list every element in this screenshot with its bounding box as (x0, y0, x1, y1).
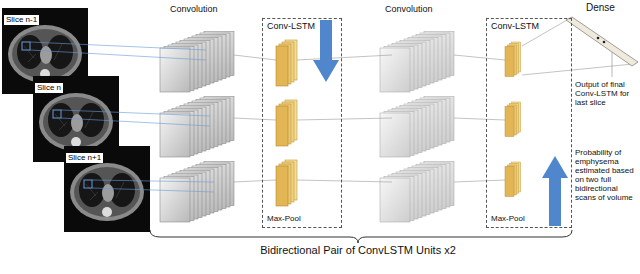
pool-label: Max-Pool (267, 214, 301, 224)
leader-line (61, 118, 210, 126)
layer-name: Dense (586, 2, 626, 14)
convlstm-block (276, 40, 297, 206)
dense-layer (566, 17, 638, 77)
convlstm-group-box: Conv-LSTM Max-Pool (262, 18, 342, 228)
layer-link-lines (234, 20, 633, 182)
annotation-text: Probability of emphysema estimated based… (575, 148, 637, 202)
layer-name: Conv-LSTM (491, 21, 539, 32)
annotation-text: Output of final Conv-LSTM for last slice (575, 80, 637, 107)
convlstm-block (505, 42, 521, 197)
slice-label: Slice n-1 (4, 15, 39, 25)
ct-slice: Slice n+1 (64, 146, 150, 232)
slice-label: Slice n+1 (66, 153, 103, 163)
layer-name: Conv-LSTM (267, 21, 315, 32)
leader-line (30, 50, 206, 60)
label-slot: Convolution (170, 4, 240, 15)
annotation-text: Convolution (170, 4, 240, 15)
conv-stack (160, 32, 234, 223)
slice-label: Slice n (35, 83, 63, 93)
annotation-text: Convolution (385, 4, 455, 15)
group-label: Bidirectional Pair of ConvLSTM Units x2 (243, 244, 473, 257)
scan-direction-arrow (542, 156, 568, 226)
leader-line (92, 188, 214, 192)
leader-line (30, 42, 206, 50)
conv-stack (380, 32, 454, 223)
scan-direction-arrow (313, 20, 339, 82)
label-slot: Bidirectional Pair of ConvLSTM Units x2 (243, 244, 473, 257)
label-slot: Dense (586, 2, 626, 14)
label-slot: Convolution (385, 4, 455, 15)
convlstm-group-box: Conv-LSTM Max-Pool (486, 18, 572, 228)
label-slot: Output of final Conv-LSTM for last slice (575, 80, 637, 107)
pool-label: Max-Pool (491, 214, 525, 224)
label-slot: Probability of emphysema estimated based… (575, 148, 637, 202)
leader-line (61, 110, 210, 116)
group-bracket (150, 230, 572, 243)
leader-line (92, 180, 214, 182)
